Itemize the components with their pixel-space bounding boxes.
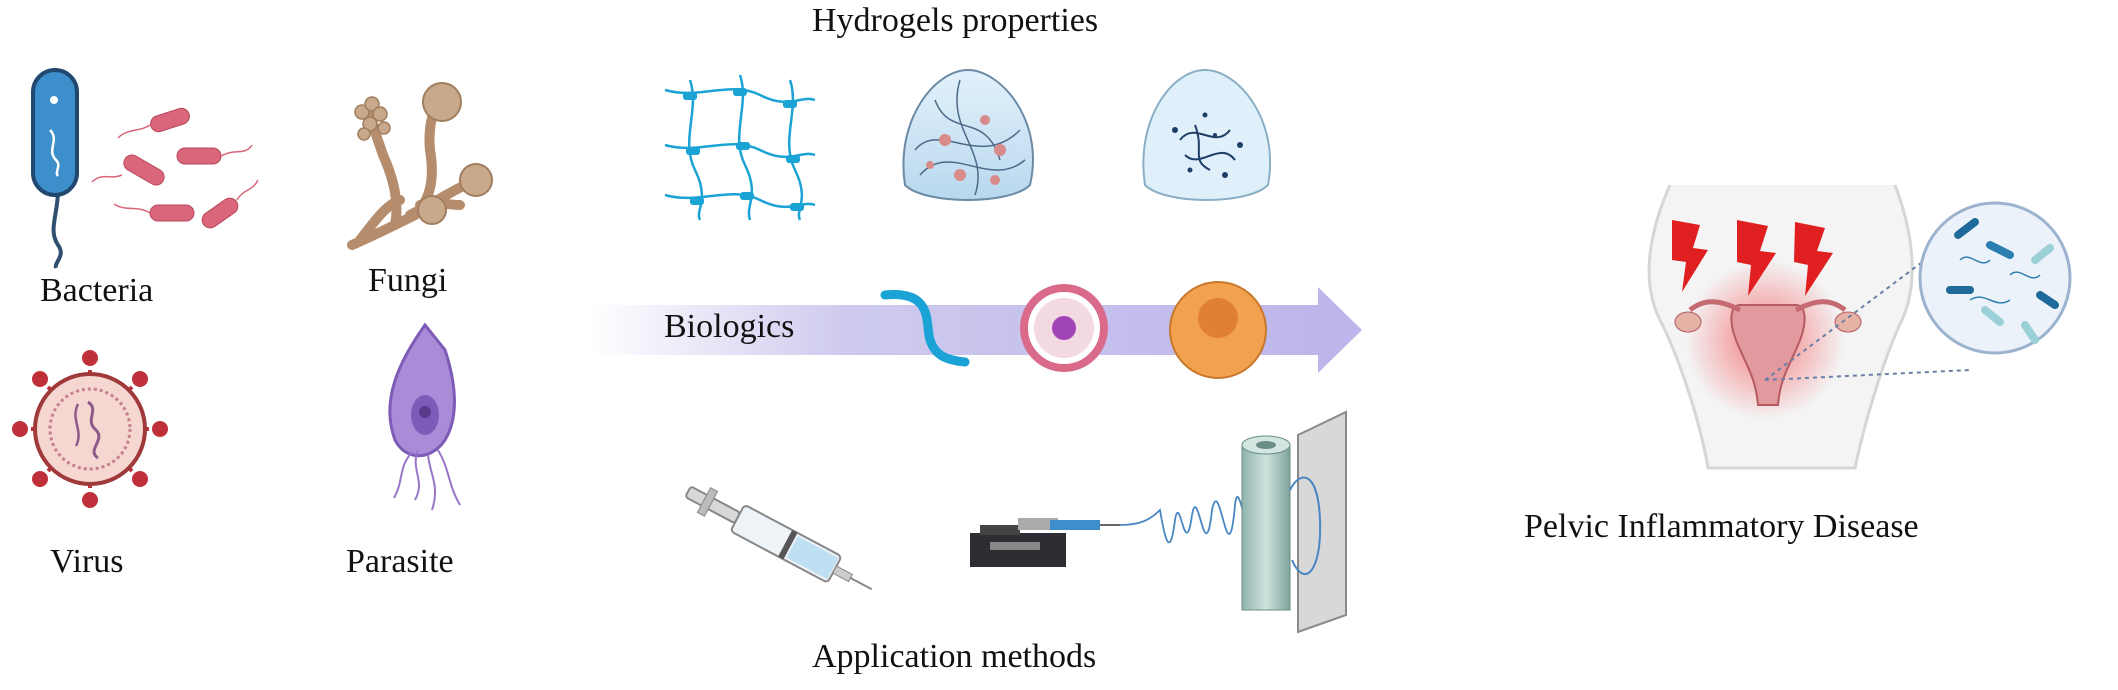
collector-plate-icon — [1289, 410, 1347, 634]
parasite-label: Parasite — [346, 543, 454, 580]
virus-icon — [12, 350, 168, 508]
pid-label: Pelvic Inflammatory Disease — [1524, 508, 1919, 545]
hydrogels-properties-title: Hydrogels properties — [812, 2, 1099, 39]
biologics-cell-icon — [1020, 284, 1108, 372]
hydrogel-network-icon — [664, 74, 816, 221]
parasite-icon — [388, 322, 461, 511]
hydrogel-dome-cells-icon — [902, 68, 1034, 201]
bacteria-label: Bacteria — [40, 272, 154, 309]
zoom-lines — [1764, 244, 1971, 381]
microbe-magnifier-icon — [1918, 201, 2072, 355]
bacteria-icon — [31, 68, 259, 269]
biologics-label: Biologics — [664, 308, 795, 345]
collector-cylinder-icon — [1241, 435, 1291, 611]
syringe-icon — [685, 486, 873, 591]
lightning-icon — [1672, 220, 1833, 296]
biologics-stem-cell-icon — [1169, 281, 1267, 379]
virus-label: Virus — [50, 543, 124, 580]
electrospinning-pump-icon — [970, 518, 1120, 567]
fungi-icon — [347, 82, 493, 250]
uterus-icon — [1674, 299, 1862, 406]
biologics-strand-icon — [880, 290, 970, 367]
application-methods-title: Application methods — [812, 638, 1097, 675]
hydrogel-dome-drug-icon — [1142, 68, 1271, 201]
fungi-label: Fungi — [368, 262, 448, 299]
electrospinning-jet-icon — [1119, 496, 1263, 544]
